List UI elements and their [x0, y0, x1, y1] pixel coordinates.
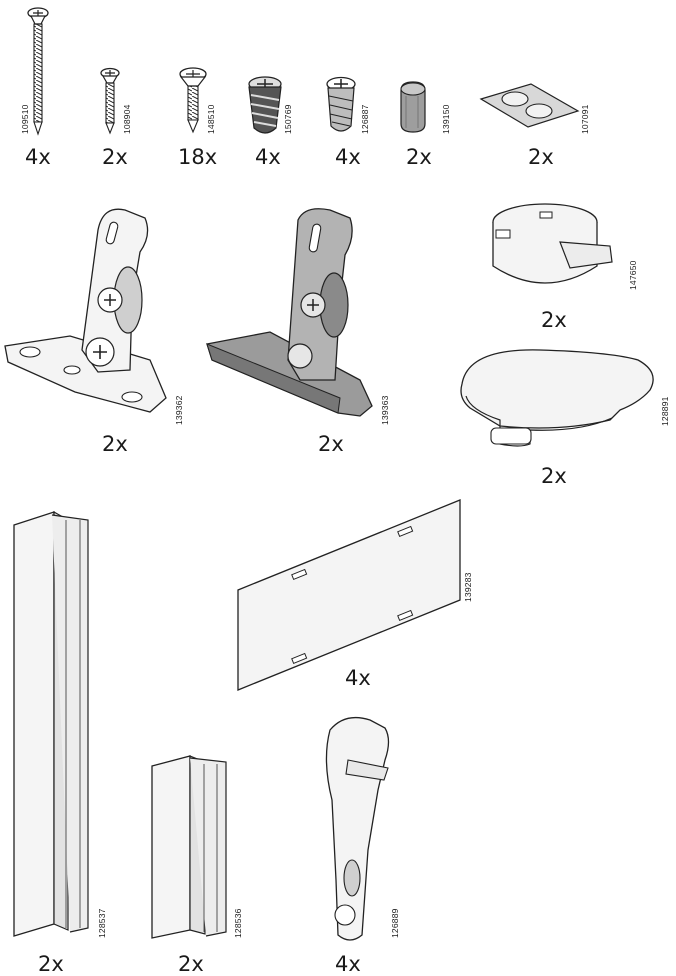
qty-128537: 2x	[38, 952, 64, 976]
hinge-bracket-grey-icon	[206, 208, 373, 417]
qty-139150: 2x	[406, 145, 432, 169]
round-connector-cap-icon	[492, 203, 613, 284]
part-number-139283: 139283	[463, 572, 473, 602]
part-number-147650: 147650	[628, 260, 638, 290]
rounded-foot-pad-icon	[460, 349, 654, 447]
qty-128891: 2x	[541, 464, 567, 488]
qty-109510: 4x	[25, 145, 51, 169]
qty-108904: 2x	[102, 145, 128, 169]
qty-148510: 18x	[178, 145, 218, 169]
adhesive-pads-icon	[479, 83, 580, 128]
hinge-bracket-icon	[4, 208, 167, 413]
part-number-109510: 109510	[20, 104, 30, 134]
qty-139363: 2x	[318, 432, 344, 456]
flat-head-screw-icon	[179, 67, 207, 134]
qty-139283: 4x	[345, 666, 371, 690]
part-number-126889: 126889	[390, 908, 400, 938]
part-number-128537: 128537	[97, 908, 107, 938]
part-number-126887: 126887	[360, 104, 370, 134]
qty-126887: 4x	[335, 145, 361, 169]
long-wood-screw-icon	[27, 7, 49, 136]
part-number-128536: 128536	[233, 908, 243, 938]
qty-150769: 4x	[255, 145, 281, 169]
wooden-dowel-icon	[400, 81, 426, 133]
expansion-dowel-screw-icon	[326, 76, 356, 132]
qty-128536: 2x	[178, 952, 204, 976]
long-channel-rail-icon	[13, 510, 89, 937]
part-number-148510: 148510	[206, 104, 216, 134]
part-number-108904: 108904	[122, 104, 132, 134]
clip-hook-icon	[325, 716, 390, 941]
part-number-139150: 139150	[441, 104, 451, 134]
qty-107091: 2x	[528, 145, 554, 169]
part-number-150769: 150769	[283, 104, 293, 134]
part-number-139363: 139363	[380, 395, 390, 425]
qty-139362: 2x	[102, 432, 128, 456]
qty-126889: 4x	[335, 952, 361, 976]
flat-panel-plate-icon	[237, 499, 461, 691]
short-wood-screw-icon	[100, 67, 120, 135]
part-number-139362: 139362	[174, 395, 184, 425]
part-number-128891: 128891	[660, 396, 670, 426]
short-channel-rail-icon	[151, 755, 227, 939]
threaded-insert-screw-icon	[248, 76, 282, 134]
part-number-107091: 107091	[580, 104, 590, 134]
qty-147650: 2x	[541, 308, 567, 332]
